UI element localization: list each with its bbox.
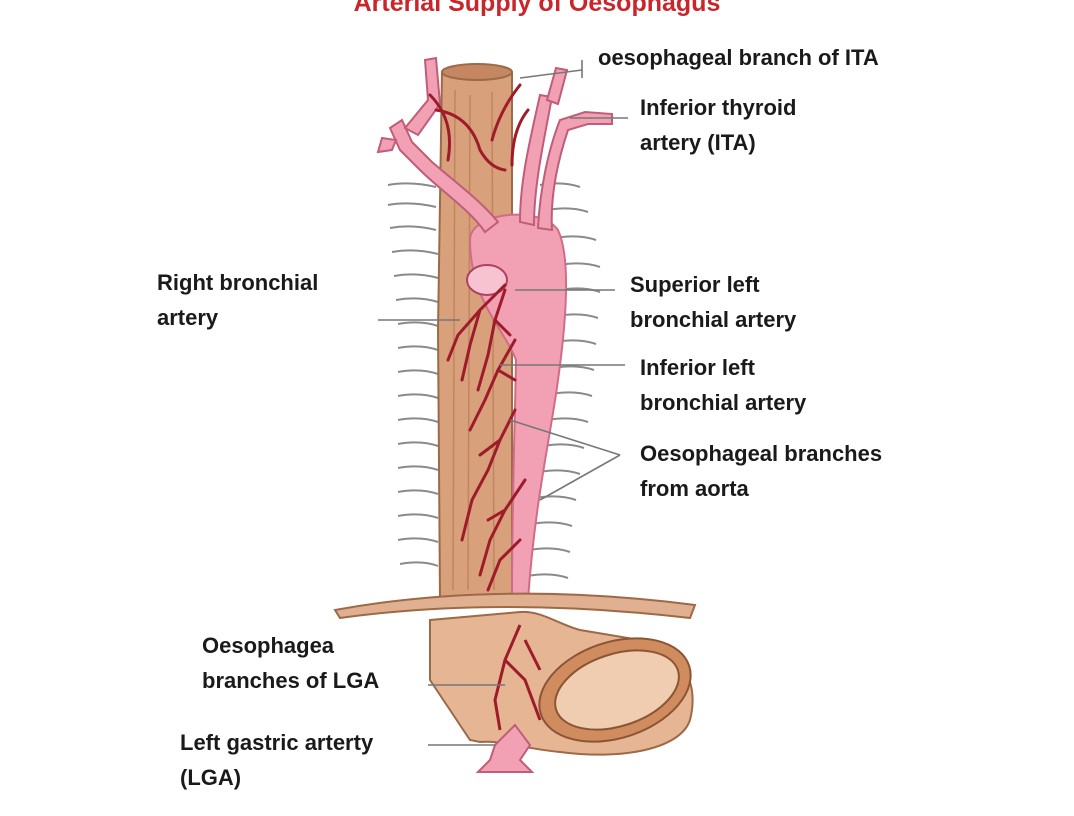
label-line: oesophageal branch of ITA — [598, 45, 879, 70]
label-inferior-left-bronchial-artery: Inferior left bronchial artery — [640, 350, 806, 420]
label-left-gastric-artery: Left gastric arterty (LGA) — [180, 725, 373, 795]
diagram-title: Arterial Supply of Oesophagus — [353, 0, 721, 17]
aorta — [466, 213, 568, 601]
label-line: branches of LGA — [202, 668, 380, 693]
diaphragm — [333, 592, 697, 620]
label-line: Superior left — [630, 272, 760, 297]
label-line: artery (ITA) — [640, 130, 756, 155]
label-line: from aorta — [640, 476, 749, 501]
label-line: (LGA) — [180, 765, 242, 790]
label-line: bronchial artery — [640, 390, 807, 415]
great-vessels — [376, 56, 613, 234]
stomach — [429, 610, 694, 773]
label-line: Inferior left — [640, 355, 755, 380]
label-line: Oesophageal branches — [640, 441, 883, 466]
label-line: Oesophagea — [202, 633, 335, 658]
label-right-bronchial-artery: Right bronchial artery — [157, 265, 318, 335]
arterial-branches — [428, 83, 530, 592]
label-line: artery — [157, 305, 219, 330]
label-inferior-thyroid-artery: Inferior thyroid artery (ITA) — [640, 90, 796, 160]
label-line: bronchial artery — [630, 307, 797, 332]
label-line: Left gastric arterty — [180, 730, 374, 755]
leader-lines — [378, 60, 628, 746]
label-line: Right bronchial — [157, 270, 319, 295]
label-line: Inferior thyroid — [640, 95, 797, 120]
label-oesophageal-branch-of-ita: oesophageal branch of ITA — [598, 40, 879, 75]
label-superior-left-bronchial-artery: Superior left bronchial artery — [630, 267, 796, 337]
label-oesophageal-branches-from-aorta: Oesophageal branches from aorta — [640, 436, 882, 506]
label-oesophageal-branches-of-lga: Oesophagea branches of LGA — [202, 628, 379, 698]
